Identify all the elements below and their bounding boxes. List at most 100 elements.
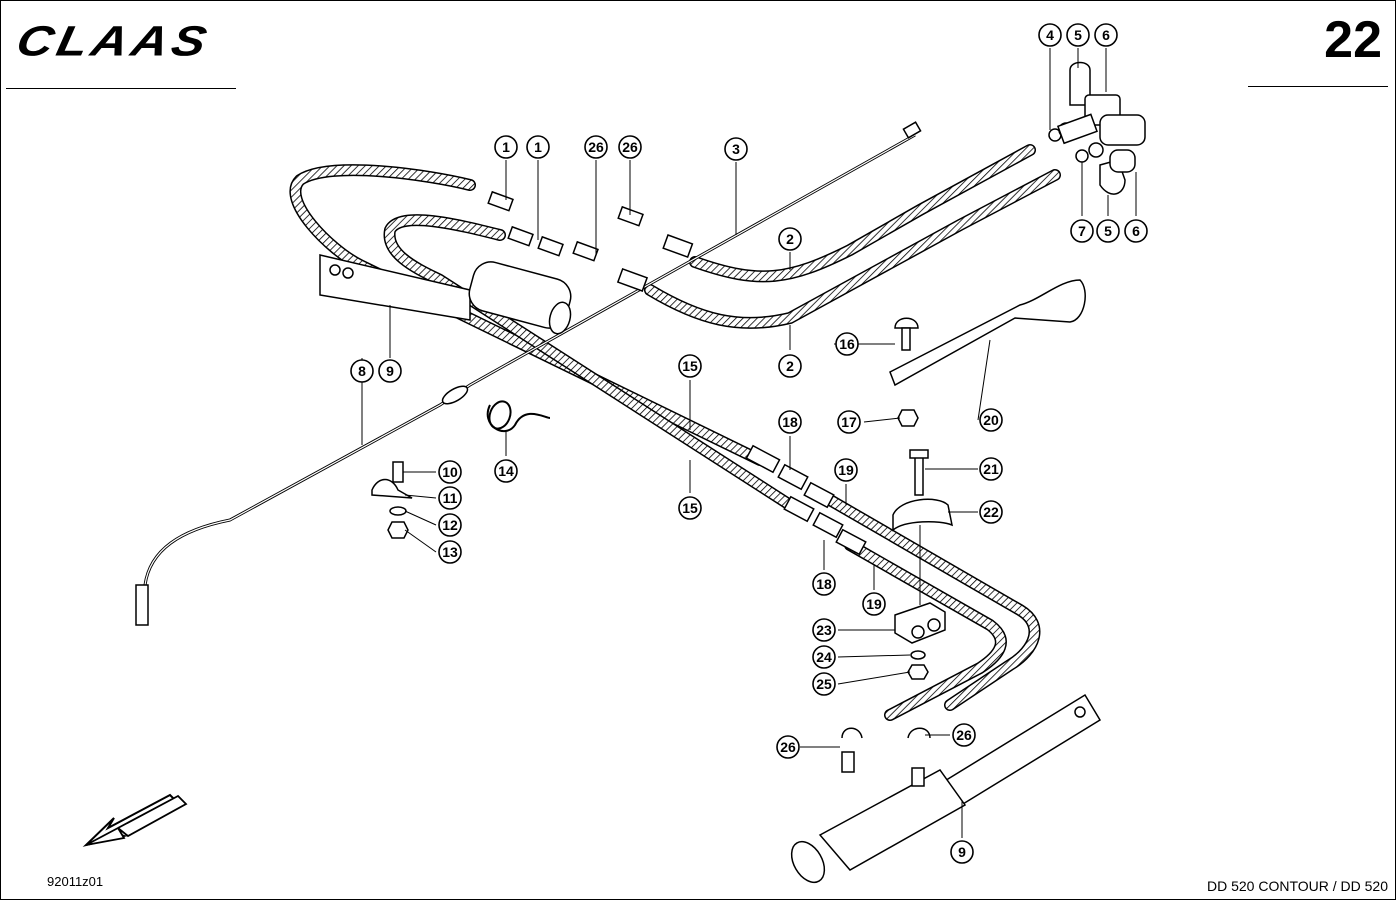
callout-circle bbox=[812, 572, 836, 596]
cable-inner bbox=[140, 133, 916, 621]
callout-17: 17 bbox=[837, 410, 861, 434]
header-rule-right bbox=[1248, 86, 1388, 87]
callout-label: 1 bbox=[502, 139, 510, 155]
callout-circle bbox=[678, 496, 702, 520]
callout-circle bbox=[778, 227, 802, 251]
hardware-right bbox=[889, 279, 1086, 680]
callout-circle bbox=[776, 735, 800, 759]
callout-11: 11 bbox=[438, 486, 462, 510]
callout-20: 20 bbox=[979, 408, 1003, 432]
callout-label: 2 bbox=[786, 358, 794, 374]
callout-label: 19 bbox=[866, 596, 882, 612]
callout-circle bbox=[678, 354, 702, 378]
callout-circle bbox=[979, 408, 1003, 432]
callout-6: 6 bbox=[1094, 23, 1118, 47]
callout-label: 26 bbox=[588, 139, 604, 155]
callout-label: 6 bbox=[1132, 223, 1140, 239]
callout-23: 23 bbox=[812, 618, 836, 642]
callout-circle bbox=[438, 540, 462, 564]
callout-circle bbox=[979, 457, 1003, 481]
callout-label: 20 bbox=[983, 412, 999, 428]
callout-circle bbox=[812, 618, 836, 642]
callout-label: 5 bbox=[1104, 223, 1112, 239]
callout-label: 26 bbox=[622, 139, 638, 155]
callout-6: 6 bbox=[1124, 219, 1148, 243]
callout-circle bbox=[494, 135, 518, 159]
callout-circle bbox=[1124, 219, 1148, 243]
callout-circle bbox=[812, 645, 836, 669]
cable-ferrule bbox=[441, 385, 469, 405]
callout-label: 2 bbox=[786, 231, 794, 247]
callout-label: 3 bbox=[732, 141, 740, 157]
callout-circle bbox=[526, 135, 550, 159]
callout-label: 15 bbox=[682, 358, 698, 374]
callout-label: 24 bbox=[816, 649, 832, 665]
callout-24: 24 bbox=[812, 645, 836, 669]
callout-label: 16 bbox=[839, 336, 855, 352]
hose-group bbox=[289, 144, 1061, 721]
callout-9: 9 bbox=[950, 840, 974, 864]
callout-circle bbox=[1094, 23, 1118, 47]
border-top bbox=[0, 0, 1396, 1]
callout-15: 15 bbox=[678, 354, 702, 378]
model-name: DD 520 CONTOUR / DD 520 bbox=[1206, 878, 1388, 894]
mounting-bracket bbox=[319, 254, 471, 321]
callout-19: 19 bbox=[834, 458, 858, 482]
callout-circle bbox=[778, 354, 802, 378]
callout-18: 18 bbox=[812, 572, 836, 596]
spring-clip-20 bbox=[889, 279, 1086, 387]
page-number: 22 bbox=[1324, 11, 1382, 69]
callout-14: 14 bbox=[494, 459, 518, 483]
callout-label: 26 bbox=[780, 739, 796, 755]
callout-circle bbox=[952, 723, 976, 747]
saddle-22 bbox=[892, 498, 954, 532]
callout-2: 2 bbox=[778, 227, 802, 251]
callout-circle bbox=[837, 410, 861, 434]
callout-label: 6 bbox=[1102, 27, 1110, 43]
callout-2: 2 bbox=[778, 354, 802, 378]
callout-label: 13 bbox=[442, 544, 458, 560]
callout-label: 1 bbox=[534, 139, 542, 155]
callout-label: 17 bbox=[841, 414, 857, 430]
callout-circle bbox=[1066, 23, 1090, 47]
callout-label: 25 bbox=[816, 676, 832, 692]
callout-circle bbox=[778, 410, 802, 434]
leader-lines bbox=[361, 48, 1137, 838]
clamp-block-23 bbox=[894, 602, 946, 644]
callout-26: 26 bbox=[776, 735, 800, 759]
cable-end-top bbox=[902, 121, 922, 139]
callout-circle bbox=[979, 500, 1003, 524]
carriage-bolt-16 bbox=[894, 317, 919, 329]
hydraulic-cylinder bbox=[790, 693, 1102, 884]
callout-label: 26 bbox=[956, 727, 972, 743]
callout-21: 21 bbox=[979, 457, 1003, 481]
callout-1: 1 bbox=[494, 135, 518, 159]
callout-circle bbox=[618, 135, 642, 159]
callout-3: 3 bbox=[724, 137, 748, 161]
callout-22: 22 bbox=[979, 500, 1003, 524]
callout-label: 12 bbox=[442, 517, 458, 533]
callout-10: 10 bbox=[438, 460, 462, 484]
callout-label: 11 bbox=[443, 490, 458, 506]
callout-label: 18 bbox=[782, 414, 798, 430]
callout-5: 5 bbox=[1096, 219, 1120, 243]
callout-circle bbox=[584, 135, 608, 159]
callout-label: 10 bbox=[442, 464, 458, 480]
callout-label: 21 bbox=[983, 461, 999, 477]
callout-label: 23 bbox=[816, 622, 832, 638]
callout-1: 1 bbox=[526, 135, 550, 159]
callout-26: 26 bbox=[584, 135, 608, 159]
callout-circle bbox=[1096, 219, 1120, 243]
callout-label: 19 bbox=[838, 462, 854, 478]
callout-label: 15 bbox=[682, 500, 698, 516]
callout-label: 9 bbox=[958, 844, 966, 860]
callout-9: 9 bbox=[378, 359, 402, 383]
callout-label: 7 bbox=[1078, 223, 1086, 239]
callout-5: 5 bbox=[1066, 23, 1090, 47]
callout-circle bbox=[378, 359, 402, 383]
cable-tie bbox=[486, 400, 551, 432]
callout-label: 5 bbox=[1074, 27, 1082, 43]
callout-circle bbox=[834, 458, 858, 482]
